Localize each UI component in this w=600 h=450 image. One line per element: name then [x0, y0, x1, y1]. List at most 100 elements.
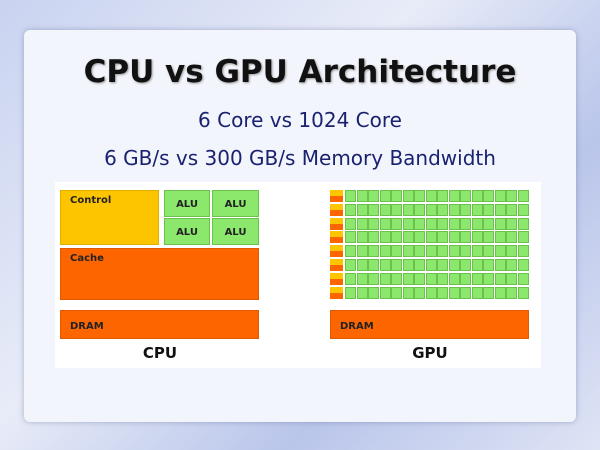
gpu-alu [517, 217, 529, 230]
gpu-alu [368, 286, 379, 299]
gpu-alu [414, 245, 425, 258]
gpu-alu [356, 286, 368, 299]
gpu-alu [494, 217, 506, 230]
gpu-alu [483, 190, 494, 202]
gpu-alu [345, 190, 356, 202]
core-comparison: 6 Core vs 1024 Core [198, 108, 402, 132]
gpu-alu [471, 245, 483, 258]
gpu-cache [330, 223, 343, 230]
gpu-alu [506, 245, 517, 258]
gpu-cache [330, 209, 343, 216]
gpu-alu [494, 203, 506, 216]
gpu-alu [379, 190, 391, 202]
gpu-alu [425, 259, 437, 271]
gpu-alu [460, 231, 471, 244]
gpu-alu [471, 190, 483, 202]
gpu-control [330, 286, 343, 293]
gpu-alu [368, 272, 379, 285]
gpu-alu [379, 203, 391, 216]
gpu-alu [368, 190, 379, 202]
gpu-alu [402, 259, 414, 271]
gpu-alu [356, 272, 368, 285]
gpu-alu [471, 203, 483, 216]
gpu-alu [345, 259, 356, 271]
gpu-alu [448, 259, 460, 271]
cpu-label: CPU [142, 344, 178, 362]
gpu-alu [437, 203, 448, 216]
gpu-alu [356, 245, 368, 258]
gpu-alu [402, 203, 414, 216]
gpu-alu [402, 190, 414, 202]
gpu-alu [345, 203, 356, 216]
gpu-alu [494, 259, 506, 271]
gpu-control [330, 259, 343, 265]
gpu-alu [425, 231, 437, 244]
gpu-control [330, 231, 343, 238]
gpu-alu [414, 272, 425, 285]
gpu-cache [330, 265, 343, 271]
gpu-alu [391, 245, 402, 258]
gpu-alu [460, 272, 471, 285]
gpu-alu [437, 217, 448, 230]
gpu-alu [414, 190, 425, 202]
gpu-cache [330, 196, 343, 202]
gpu-alu [379, 272, 391, 285]
gpu-alu [402, 231, 414, 244]
gpu-alu [402, 286, 414, 299]
gpu-alu [437, 272, 448, 285]
gpu-control [330, 217, 343, 224]
gpu-alu [483, 272, 494, 285]
gpu-alu [356, 259, 368, 271]
gpu-alu [483, 286, 494, 299]
gpu-alu [356, 231, 368, 244]
gpu-alu [448, 231, 460, 244]
gpu-alu [391, 217, 402, 230]
gpu-alu [483, 217, 494, 230]
gpu-alu [345, 272, 356, 285]
gpu-alu [506, 217, 517, 230]
slide-title: CPU vs GPU Architecture [83, 54, 517, 90]
gpu-alu [391, 259, 402, 271]
cpu-alu: ALU [212, 218, 259, 245]
gpu-alu [425, 245, 437, 258]
gpu-alu [425, 203, 437, 216]
bandwidth-comparison: 6 GB/s vs 300 GB/s Memory Bandwidth [104, 146, 496, 170]
gpu-alu [379, 259, 391, 271]
gpu-alu [345, 286, 356, 299]
gpu-alu [345, 217, 356, 230]
gpu-alu [414, 231, 425, 244]
gpu-cache [330, 292, 343, 299]
gpu-alu [425, 272, 437, 285]
gpu-alu [448, 217, 460, 230]
gpu-alu [437, 245, 448, 258]
cpu-dram: DRAM [60, 310, 259, 339]
gpu-alu [414, 203, 425, 216]
gpu-alu [494, 272, 506, 285]
gpu-alu [425, 217, 437, 230]
gpu-alu [448, 190, 460, 202]
gpu-alu [506, 190, 517, 202]
gpu-alu [391, 286, 402, 299]
gpu-alu [506, 259, 517, 271]
gpu-alu [471, 217, 483, 230]
gpu-alu [368, 245, 379, 258]
gpu-alu [414, 217, 425, 230]
gpu-alu [517, 272, 529, 285]
gpu-cache [330, 237, 343, 244]
gpu-alu [368, 231, 379, 244]
cpu-cache: Cache [60, 248, 259, 300]
gpu-alu [494, 286, 506, 299]
gpu-alu [379, 286, 391, 299]
gpu-alu [368, 259, 379, 271]
gpu-alu [460, 217, 471, 230]
gpu-alu [517, 259, 529, 271]
gpu-alu [425, 286, 437, 299]
gpu-alu [345, 231, 356, 244]
gpu-alu [425, 190, 437, 202]
gpu-alu [471, 286, 483, 299]
gpu-alu [402, 272, 414, 285]
cpu-alu: ALU [212, 190, 259, 217]
gpu-alu [506, 272, 517, 285]
gpu-alu [414, 286, 425, 299]
gpu-alu [506, 203, 517, 216]
